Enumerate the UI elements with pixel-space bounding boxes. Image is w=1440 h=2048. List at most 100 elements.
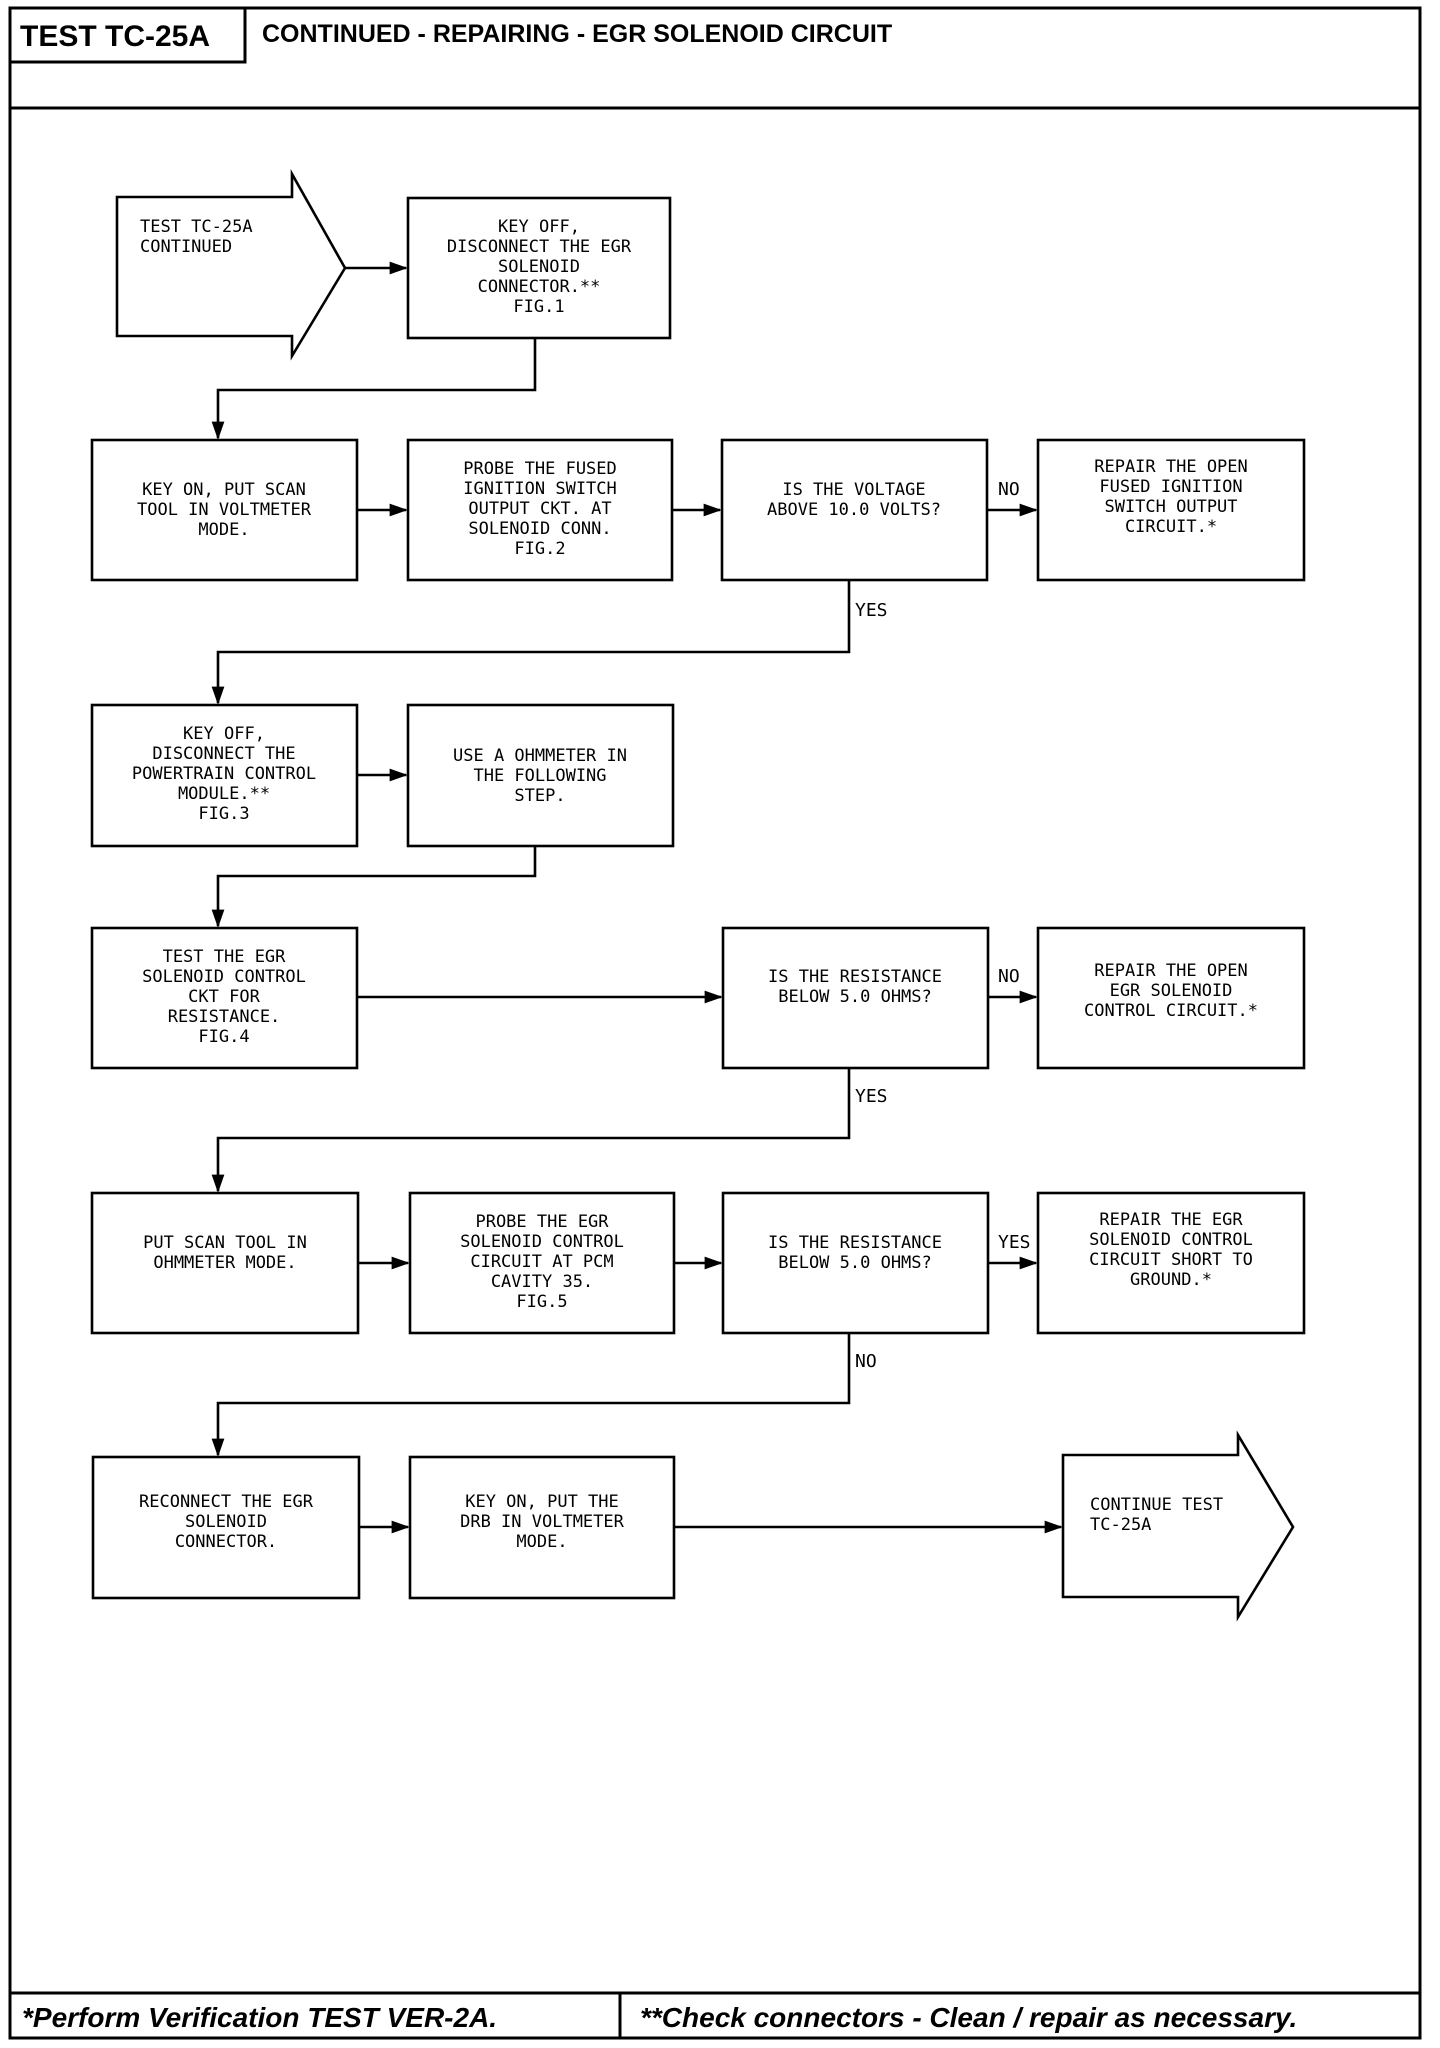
test-id-box: [8, 6, 247, 64]
box-text-line: KEY ON, PUT SCAN: [142, 480, 306, 500]
box-text-line: FIG.2: [514, 539, 565, 559]
box-text-line: IS THE RESISTANCE: [768, 1233, 942, 1253]
box-text-line: RECONNECT THE EGR: [139, 1492, 314, 1512]
box-text-line: KEY OFF,: [183, 724, 265, 744]
box-text-line: OUTPUT CKT. AT: [468, 499, 611, 519]
label-q-voltage-yes: YES: [855, 600, 888, 621]
box-text-line: CIRCUIT AT PCM: [470, 1252, 613, 1272]
key-off-pcm-box: [90, 703, 359, 848]
box-text-line: IS THE VOLTAGE: [782, 480, 925, 500]
box-text-line: MODE.: [516, 1532, 567, 1552]
box-text-line: SOLENOID CONN.: [468, 519, 611, 539]
box-text-line: KEY ON, PUT THE: [465, 1492, 619, 1512]
box-text-line: TEST TC-25A: [140, 217, 253, 237]
box-text-line: DISCONNECT THE EGR: [447, 237, 632, 257]
key-off-egr-box: [406, 196, 672, 340]
box-text-line: CONTROL CIRCUIT.*: [1084, 1001, 1258, 1021]
probe-pcm-box: [408, 1191, 676, 1335]
box-text-line: TEST THE EGR: [163, 947, 287, 967]
box-text-line: OHMMETER MODE.: [153, 1253, 296, 1273]
box-text-line: DRB IN VOLTMETER: [460, 1512, 625, 1532]
box-text-line: SOLENOID: [185, 1512, 267, 1532]
edge-ohmmeter-to-test-egr: [211, 846, 537, 928]
scan-ohmmeter-box: [90, 1191, 360, 1335]
box-text-line: REPAIR THE OPEN: [1094, 961, 1248, 981]
box-text-line: STEP.: [514, 786, 565, 806]
box-text-line: IS THE RESISTANCE: [768, 967, 942, 987]
use-ohmmeter-box: [406, 703, 675, 848]
box-text-line: IGNITION SWITCH: [463, 479, 617, 499]
repair-open-fused-box: [1036, 438, 1306, 582]
box-text-line: MODULE.**: [178, 784, 270, 804]
box-text-line: PUT SCAN TOOL IN: [143, 1233, 307, 1253]
label-q-voltage-no: NO: [998, 479, 1020, 500]
box-text-line: SOLENOID: [498, 257, 580, 277]
q-voltage-box: [720, 438, 989, 582]
box-text-line: CIRCUIT.*: [1125, 517, 1217, 537]
box-text-line: CONTINUE TEST: [1090, 1495, 1223, 1515]
q-resistance-1-box: [721, 926, 990, 1070]
box-text-line: CIRCUIT SHORT TO: [1089, 1250, 1253, 1270]
test-egr-ckt-box: [90, 926, 359, 1070]
edge-key-off-to-key-on: [211, 338, 537, 440]
footer-note-single: *Perform Verification TEST VER-2A.: [22, 2002, 497, 2033]
box-text-line: REPAIR THE EGR: [1099, 1210, 1243, 1230]
key-on-drb-box: [408, 1455, 676, 1600]
box-text-line: FIG.3: [198, 804, 249, 824]
box-text-line: BELOW 5.0 OHMS?: [778, 987, 932, 1007]
box-text-line: REPAIR THE OPEN: [1094, 457, 1248, 477]
label-q-resistance-2-yes: YES: [998, 1232, 1031, 1253]
box-text-line: CKT FOR: [188, 987, 260, 1007]
box-text-line: SOLENOID CONTROL: [1089, 1230, 1253, 1250]
box-text-line: SOLENOID CONTROL: [460, 1232, 624, 1252]
label-q-resistance-1-no: NO: [998, 966, 1020, 987]
box-text-line: SOLENOID CONTROL: [142, 967, 306, 987]
box-text-line: FIG.4: [198, 1027, 249, 1047]
box-text-line: THE FOLLOWING: [473, 766, 606, 786]
box-text-line: FIG.1: [513, 297, 564, 317]
label-q-resistance-1-yes: YES: [855, 1086, 888, 1107]
header-test-id: TEST TC-25A: [20, 20, 210, 53]
box-text-line: CONNECTOR.: [175, 1532, 277, 1552]
start-arrow-shape: [115, 169, 347, 361]
box-text-line: POWERTRAIN CONTROL: [132, 764, 316, 784]
repair-short-box: [1036, 1191, 1306, 1335]
box-text-line: EGR SOLENOID: [1110, 981, 1233, 1001]
box-text-line: BELOW 5.0 OHMS?: [778, 1253, 932, 1273]
footer-note-double: **Check connectors - Clean / repair as n…: [640, 2002, 1297, 2033]
box-text-line: DISCONNECT THE: [152, 744, 295, 764]
box-text-line: GROUND.*: [1130, 1270, 1212, 1290]
label-q-resistance-2-no: NO: [855, 1351, 877, 1372]
box-text-line: KEY OFF,: [498, 217, 580, 237]
box-text-line: SWITCH OUTPUT: [1104, 497, 1237, 517]
box-text-line: CAVITY 35.: [491, 1272, 593, 1292]
box-text-line: CONTINUED: [140, 237, 232, 257]
box-text-line: RESISTANCE.: [168, 1007, 281, 1027]
edge-q-resistance-1-yes: [211, 1068, 851, 1193]
header-title: CONTINUED - REPAIRING - EGR SOLENOID CIR…: [262, 20, 892, 48]
box-text-line: FUSED IGNITION: [1099, 477, 1242, 497]
repair-open-egr-box: [1036, 926, 1306, 1070]
probe-fused-box: [406, 438, 674, 582]
edge-q-resistance-2-no: [211, 1333, 851, 1457]
end-arrow-shape: [1061, 1430, 1295, 1622]
box-text-line: MODE.: [198, 520, 249, 540]
